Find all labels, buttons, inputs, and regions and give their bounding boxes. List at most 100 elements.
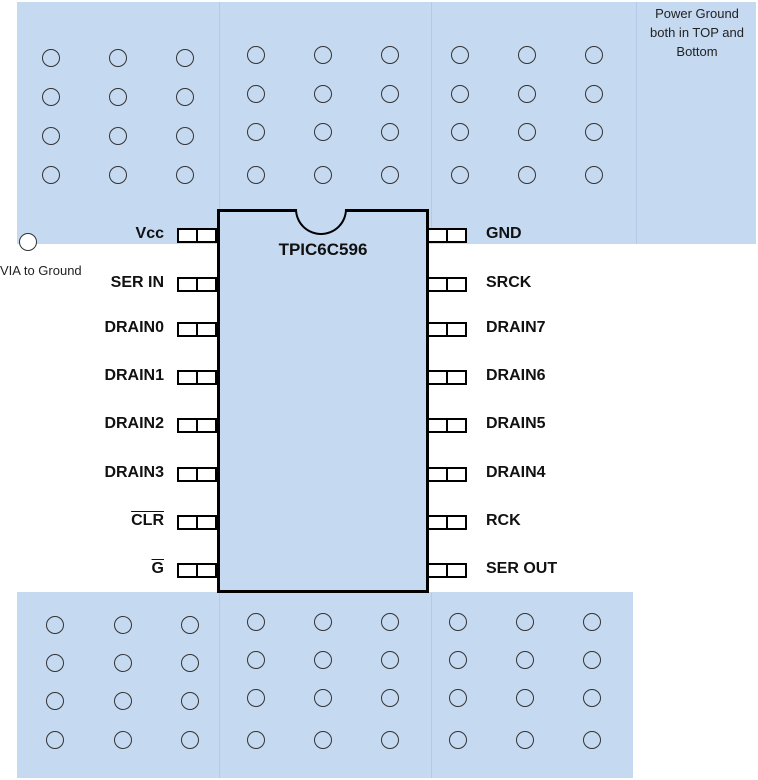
pin-label-left: DRAIN2 (104, 415, 164, 432)
pin-label-right: DRAIN4 (486, 464, 546, 481)
bottom-ground-via (314, 613, 332, 631)
pour-seam-line (431, 2, 432, 244)
pin-label-right: DRAIN5 (486, 415, 546, 432)
top-ground-via (314, 85, 332, 103)
top-ground-via (109, 127, 127, 145)
bottom-ground-via (247, 731, 265, 749)
top-ground-via (314, 46, 332, 64)
bottom-ground-via (516, 613, 534, 631)
pin-label-left: SER IN (110, 274, 164, 291)
bottom-ground-via (46, 654, 64, 672)
bottom-ground-via (449, 651, 467, 669)
top-ground-via (247, 46, 265, 64)
pin1-notch (295, 209, 347, 235)
bottom-ground-via (181, 654, 199, 672)
bottom-ground-via (247, 689, 265, 707)
pin-label-left: DRAIN1 (104, 367, 164, 384)
pin-pad-right (427, 467, 467, 482)
top-ground-via (451, 46, 469, 64)
top-ground-via (381, 123, 399, 141)
pin-pad-left (177, 370, 217, 385)
bottom-ground-via (247, 651, 265, 669)
bottom-ground-via (314, 731, 332, 749)
bottom-ground-via (181, 731, 199, 749)
top-ground-via (451, 166, 469, 184)
ic-package: TPIC6C596 (217, 209, 429, 593)
pin-pad-left (177, 418, 217, 433)
pour-seam-line (219, 593, 220, 778)
bottom-ground-via (247, 613, 265, 631)
bottom-ground-via (516, 651, 534, 669)
top-ground-via (518, 123, 536, 141)
pin-pad-left (177, 515, 217, 530)
note-line: both in TOP and (650, 25, 744, 40)
bottom-ground-via (516, 731, 534, 749)
top-ground-via (314, 123, 332, 141)
top-ground-via (381, 85, 399, 103)
top-ground-via (451, 85, 469, 103)
bottom-ground-via (46, 692, 64, 710)
bottom-ground-via (114, 692, 132, 710)
top-ground-via (451, 123, 469, 141)
top-ground-via (314, 166, 332, 184)
bottom-ground-via (516, 689, 534, 707)
top-ground-via (518, 166, 536, 184)
top-ground-via (109, 88, 127, 106)
top-ground-via (585, 46, 603, 64)
pin-label-left: DRAIN3 (104, 464, 164, 481)
bottom-ground-via (314, 651, 332, 669)
top-ground-via (585, 123, 603, 141)
bottom-ground-via (381, 613, 399, 631)
via-legend-icon (19, 233, 37, 251)
via-legend-label: VIA to Ground (0, 263, 82, 278)
pour-seam-line (431, 593, 432, 778)
top-ground-via (109, 166, 127, 184)
pin-label-right: SRCK (486, 274, 532, 291)
top-ground-via (247, 166, 265, 184)
bottom-ground-via (583, 651, 601, 669)
top-ground-via (109, 49, 127, 67)
top-ground-via (518, 46, 536, 64)
pin-pad-right (427, 418, 467, 433)
note-line: Bottom (676, 44, 718, 59)
bottom-ground-via (449, 731, 467, 749)
pin-pad-left (177, 228, 217, 243)
top-ground-via (247, 85, 265, 103)
pin-label-right: DRAIN7 (486, 319, 546, 336)
pin-pad-left (177, 563, 217, 578)
bottom-ground-via (181, 692, 199, 710)
top-ground-via (518, 85, 536, 103)
pin-pad-left (177, 322, 217, 337)
pin-label-left: Vcc (135, 225, 164, 242)
bottom-ground-via (181, 616, 199, 634)
top-ground-via (42, 166, 60, 184)
top-ground-via (176, 127, 194, 145)
pin-pad-right (427, 322, 467, 337)
pin-label-right: SER OUT (486, 560, 558, 577)
top-ground-via (585, 166, 603, 184)
pour-seam-line (219, 2, 220, 209)
top-ground-via (381, 46, 399, 64)
pin-pad-right (427, 370, 467, 385)
bottom-ground-via (449, 613, 467, 631)
bottom-ground-via (114, 654, 132, 672)
pour-seam-line (636, 2, 637, 244)
top-ground-via (176, 49, 194, 67)
pin-label-left: DRAIN0 (104, 319, 164, 336)
bottom-ground-via (381, 651, 399, 669)
top-ground-via (585, 85, 603, 103)
pin-label-left: G (151, 560, 164, 577)
pin-pad-right (427, 515, 467, 530)
chip-part-number: TPIC6C596 (278, 240, 368, 259)
bottom-ground-via (583, 731, 601, 749)
bottom-ground-via (314, 689, 332, 707)
top-ground-via (381, 166, 399, 184)
pin-label-left: CLR (131, 512, 164, 529)
top-ground-via (42, 49, 60, 67)
bottom-ground-via (114, 616, 132, 634)
pin-pad-right (427, 228, 467, 243)
bottom-ground-via (46, 616, 64, 634)
bottom-ground-via (381, 731, 399, 749)
note-line: Power Ground (655, 6, 739, 21)
pin-pad-left (177, 277, 217, 292)
